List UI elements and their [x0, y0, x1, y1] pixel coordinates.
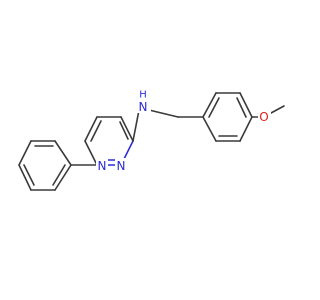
- molecule-diagram: N N H N O: [18, 87, 285, 191]
- double-bond-inner: [23, 164, 35, 186]
- phenyl-ring: [18, 140, 72, 191]
- bond: [120, 116, 134, 142]
- oxygen-label: O: [259, 110, 268, 124]
- pyridazine-ring: [84, 116, 134, 166]
- amine-nitrogen-label: N: [139, 100, 148, 114]
- double-bond-inner: [208, 97, 220, 118]
- atom-o1: O: [258, 110, 271, 124]
- methoxyphenyl-ring: [202, 92, 253, 142]
- bond: [202, 92, 217, 118]
- bond: [84, 140, 98, 166]
- bond: [54, 140, 72, 166]
- double-bond-inner: [236, 97, 247, 118]
- atom-n2: N: [115, 158, 127, 173]
- bond: [270, 105, 285, 114]
- bond: [239, 116, 253, 142]
- nitrogen-label: N: [117, 159, 126, 173]
- bond: [239, 92, 253, 118]
- double-bond-inner: [90, 120, 102, 142]
- bond: [84, 116, 98, 142]
- hydrogen-label: H: [139, 90, 147, 101]
- atom-n1: N: [96, 158, 108, 173]
- bond: [202, 116, 217, 142]
- atom-nh: H N: [137, 87, 151, 114]
- bond: [18, 164, 32, 191]
- structure-canvas: N N H N O: [18, 87, 285, 191]
- double-bond-inner: [119, 121, 129, 140]
- bond: [54, 164, 72, 191]
- bond: [148, 109, 179, 118]
- double-bond-inner: [52, 164, 66, 186]
- nitrogen-label: N: [98, 159, 107, 173]
- bond: [18, 140, 32, 166]
